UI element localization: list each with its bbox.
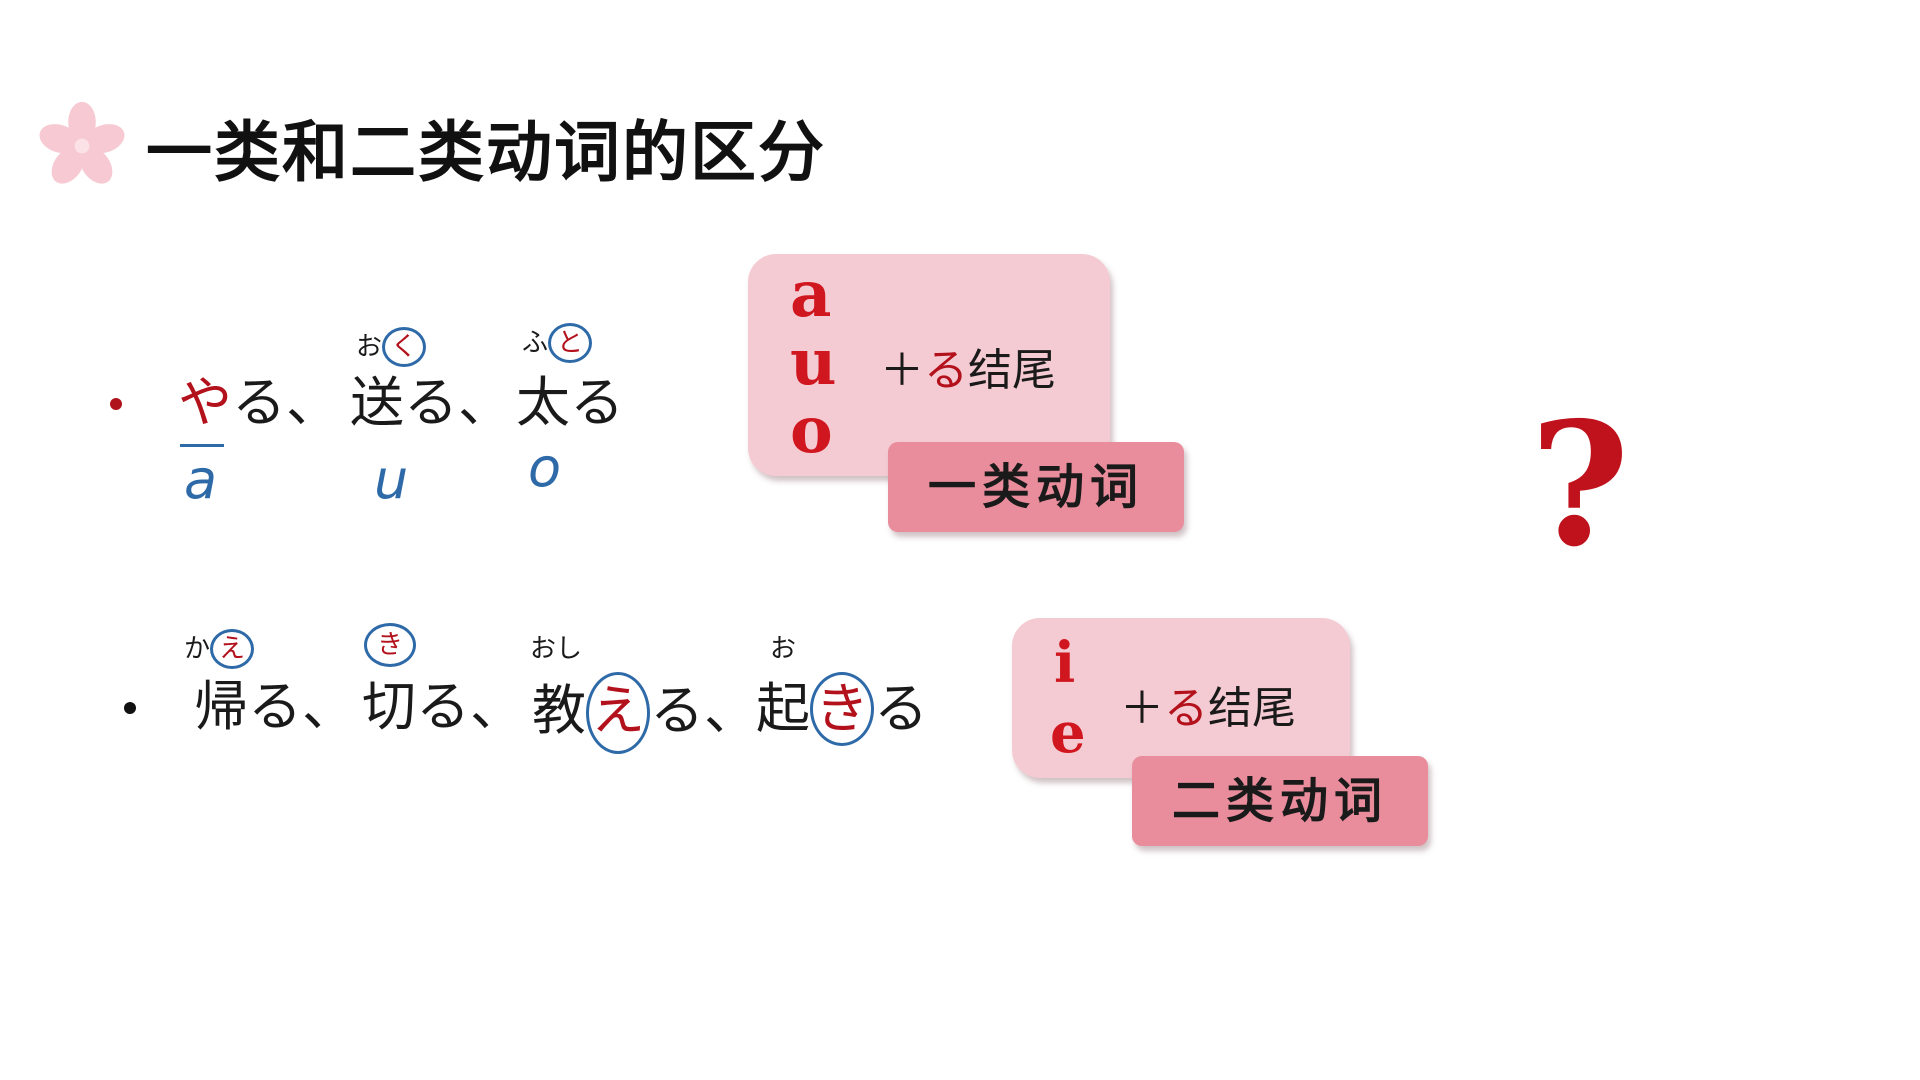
ruby-futoru: ふと xyxy=(522,323,593,363)
suffix-rule-2: ＋る结尾 xyxy=(1120,683,1296,734)
rule-card-type1 xyxy=(748,254,1110,476)
bullet-1 xyxy=(110,398,122,410)
rule-card-type2 xyxy=(1012,618,1350,778)
sakura-icon xyxy=(39,101,125,184)
word-okiru: 起きる xyxy=(756,672,928,746)
page-title: 一类和二类动词的区分 xyxy=(146,114,826,191)
word-okuru: 送る、 xyxy=(350,371,512,434)
vowel-i: i xyxy=(1054,630,1076,696)
question-mark: ? xyxy=(1530,385,1630,585)
ruby-okuru: おく xyxy=(356,327,427,367)
ruby-oshieru: おし xyxy=(530,634,583,664)
vowel-u: u xyxy=(790,325,837,400)
vowel-o: o xyxy=(790,393,833,468)
ruby-kiru: き xyxy=(364,623,417,667)
word-yaru: やる、 xyxy=(178,371,340,434)
handwritten-o: o xyxy=(528,436,562,499)
bullet-2 xyxy=(124,702,136,714)
vowel-a: a xyxy=(790,257,832,332)
tag-type1-verb: 一类动词 xyxy=(888,442,1184,532)
tag-type2-verb: 二类动词 xyxy=(1132,756,1428,846)
suffix-rule-1: ＋る结尾 xyxy=(880,345,1056,396)
ruby-okiru: お xyxy=(770,634,797,664)
handwritten-u: u xyxy=(374,448,409,511)
word-kaeru: 帰る、 xyxy=(194,675,356,738)
handwritten-a: a xyxy=(184,448,218,511)
ruby-kaeru: かえ xyxy=(184,629,255,669)
word-futoru: 太る xyxy=(516,371,624,434)
underline-mark xyxy=(180,444,224,447)
word-kiru: 切る、 xyxy=(362,675,524,738)
vowel-e: e xyxy=(1050,700,1086,766)
word-oshieru: 教える、 xyxy=(532,672,758,754)
